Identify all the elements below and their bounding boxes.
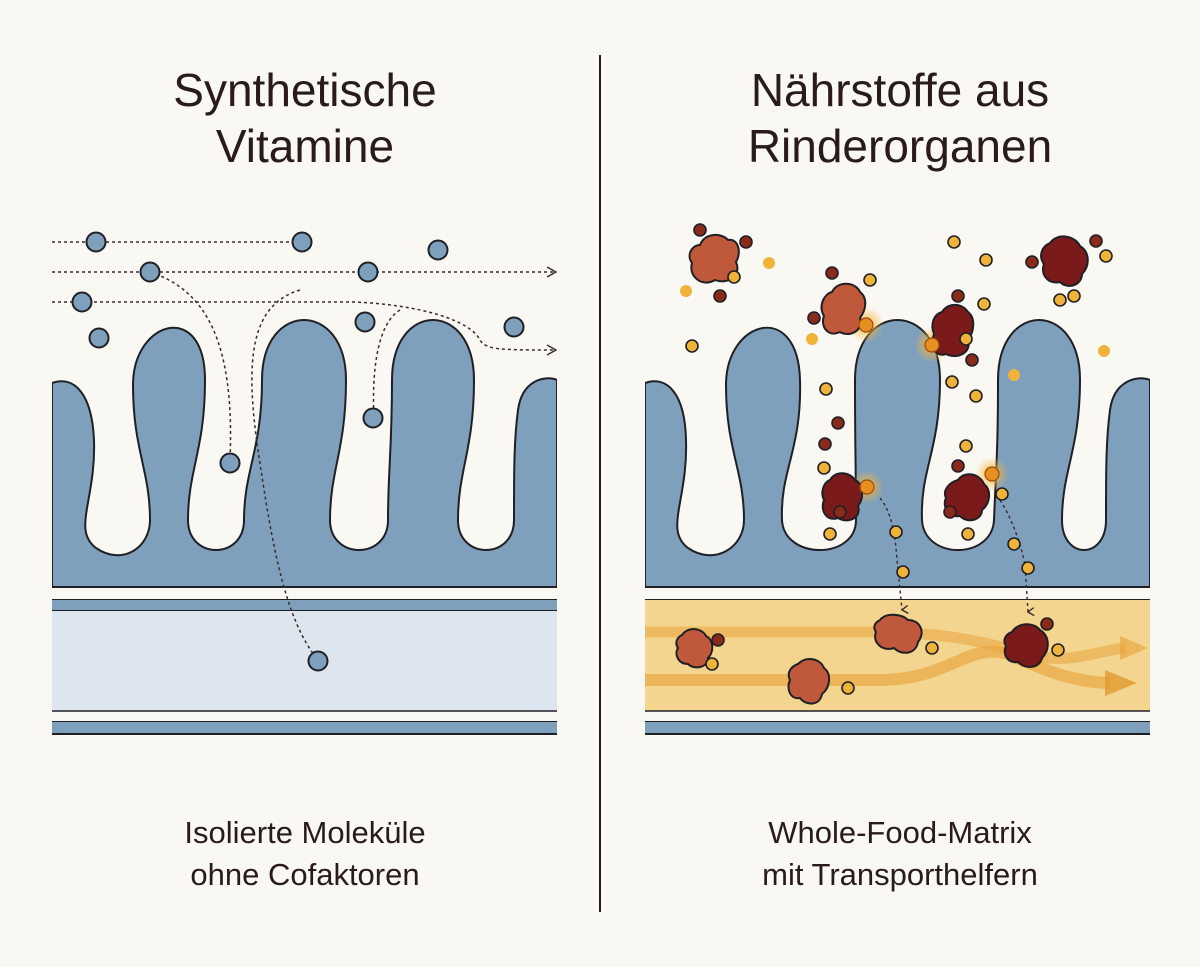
particle [821, 472, 864, 522]
molecule [357, 261, 379, 283]
right-caption-line-1: Whole-Food-Matrix [768, 815, 1032, 850]
right-title-line-1: Nährstoffe aus [750, 64, 1050, 116]
left-caption: Isolierte Moleküle ohne Cofaktoren [25, 812, 585, 896]
right-caption-line-2: mit Transporthelfern [762, 857, 1038, 892]
particle [820, 282, 867, 336]
molecule [354, 311, 376, 333]
left-caption-line-2: ohne Cofaktoren [190, 857, 420, 892]
left-panel [52, 231, 557, 735]
particle [675, 628, 714, 669]
right-caption: Whole-Food-Matrix mit Transporthelfern [620, 812, 1180, 896]
molecule [219, 452, 241, 474]
molecule [139, 261, 161, 283]
molecule [427, 239, 449, 261]
molecule [362, 407, 384, 429]
left-membrane [52, 600, 557, 611]
particle [1040, 235, 1089, 287]
right-title-line-2: Rinderorganen [747, 120, 1053, 172]
molecule [307, 650, 329, 672]
left-molecules [71, 231, 525, 672]
particle [873, 613, 923, 654]
particle [787, 658, 830, 705]
molecule [503, 316, 525, 338]
right-absorption-paths [879, 497, 1035, 617]
right-panel [645, 223, 1150, 735]
molecule [71, 291, 93, 313]
left-title-line-1: Synthetische [173, 64, 437, 116]
left-title: Synthetische Vitamine [25, 62, 585, 174]
molecule [291, 231, 313, 253]
cofactor-dots-gold [685, 235, 1113, 695]
molecule [85, 231, 107, 253]
molecule [88, 327, 110, 349]
cofactor-dots-dark [693, 223, 1103, 647]
left-title-line-2: Vitamine [215, 120, 395, 172]
right-tissue-villi [645, 319, 1150, 588]
nutrient-particles [675, 234, 1089, 705]
left-vessel [52, 611, 557, 711]
left-caption-line-1: Isolierte Moleküle [184, 815, 426, 850]
left-tissue-villi [52, 319, 557, 588]
right-title: Nährstoffe aus Rinderorganen [620, 62, 1180, 174]
particle [1003, 623, 1049, 668]
left-flow-paths [52, 241, 557, 661]
